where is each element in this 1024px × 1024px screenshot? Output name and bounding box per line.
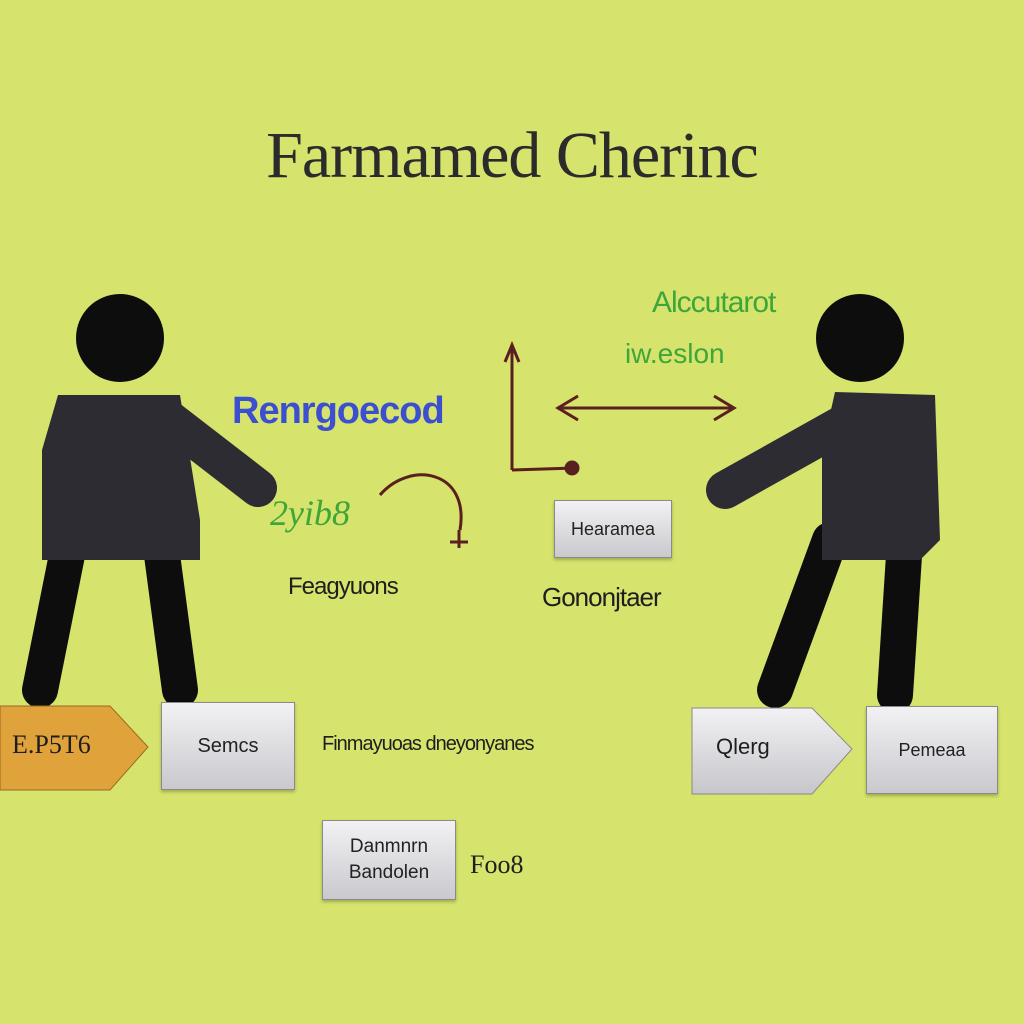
double-arrow-icon: [555, 394, 737, 422]
bottom-box: Danmnrn Bandolen: [322, 820, 456, 900]
left-box: Semcs: [161, 702, 295, 790]
bottom-box-line2: Bandolen: [348, 862, 430, 883]
green-label-bottom: iw.eslon: [625, 338, 725, 369]
grey-arrow-icon: [691, 707, 853, 795]
orange-arrow-icon: [0, 705, 149, 791]
curved-arrow-icon: [378, 473, 468, 548]
left-person-icon: [22, 294, 277, 708]
orange-arrow-label: E.P5T6: [12, 730, 91, 759]
right-box: Pemeaa: [866, 706, 998, 794]
diagram-title: Farmamed Cherinc: [266, 119, 759, 192]
green-scribble: 2yib8: [270, 493, 350, 533]
right-caption: Gononjtaer: [542, 582, 662, 612]
grey-arrow-label: Qlerg: [716, 734, 770, 759]
center-top-box: Hearamea: [554, 500, 672, 558]
bottom-right-note: Foo8: [470, 850, 524, 879]
green-label-top: Alccutarot: [652, 286, 776, 319]
blue-heading: Renrgoecod: [232, 390, 445, 432]
right-person-icon: [706, 294, 940, 713]
corner-arrow-icon: [503, 341, 580, 476]
left-caption: Feagyuons: [288, 573, 399, 600]
middle-long-label: Finmayuoas dneyonyanes: [322, 733, 534, 755]
bottom-box-line1: Danmnrn: [349, 836, 429, 857]
